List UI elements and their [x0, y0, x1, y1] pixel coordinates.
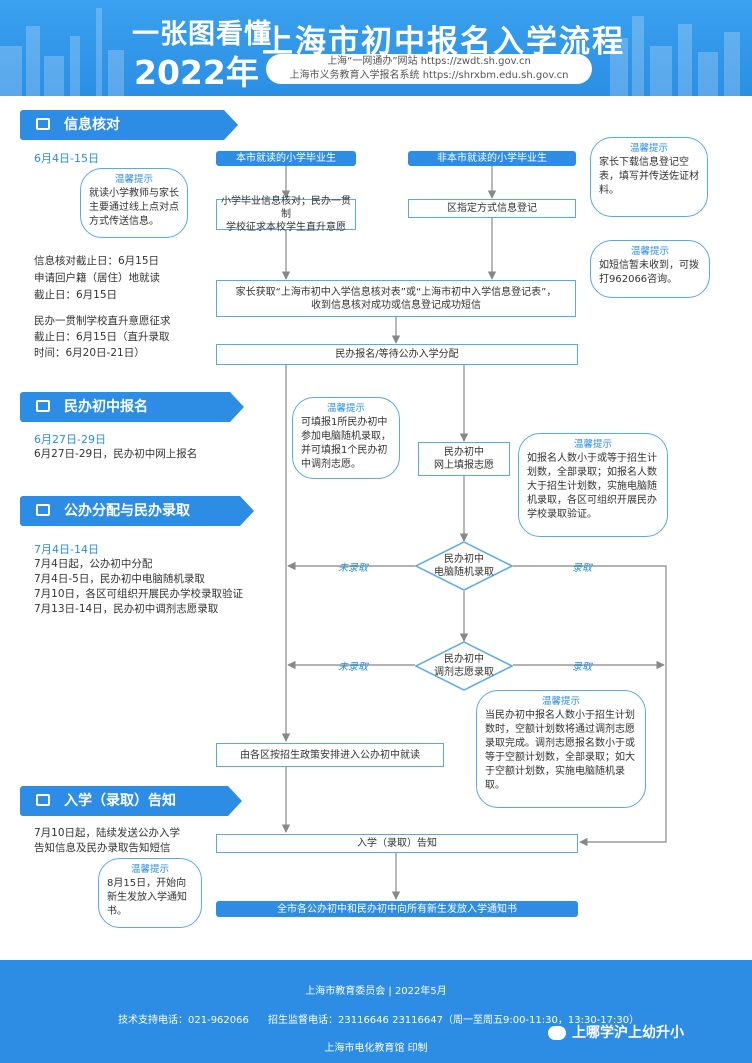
section-tab-admission-notice: 入学（录取）告知 — [20, 786, 242, 816]
tip-adjust-rule: 温馨提示 当民办初中报名人数小于招生计划数时，空额计划数将通过调剂志愿录取完成。… — [476, 690, 646, 808]
edit-icon — [36, 794, 50, 806]
tip-teacher-parent: 温馨提示 就读小学教师与家长主要通过线上点对点方式传送信息。 — [80, 168, 188, 238]
edge-label-not-admitted: 未录取 — [338, 662, 368, 673]
flow-get-form: 家长获取“上海市初中入学信息核对表”或“上海市初中入学信息登记表”， 收到信息核… — [216, 280, 576, 317]
website-line-2[interactable]: 上海市义务教育入学报名系统 https://shrxbm.edu.sh.gov.… — [289, 70, 569, 81]
flow-district-register: 区指定方式信息登记 — [408, 199, 576, 218]
footer-supervise-phone: 招生监督电话：23116646 23116647（周一至周五9:00-11:30… — [268, 1015, 640, 1026]
schedule-line: 7月13日-14日，民办初中调剂志愿录取 — [34, 603, 219, 615]
section-tab-public-allocation: 公办分配与民办录取 — [20, 496, 254, 526]
website-box: 上海“一网通办”网站 https://zwdt.sh.gov.cn 上海市义务教… — [266, 54, 592, 84]
left-info-line-1: 信息核对截止日：6月15日 — [34, 255, 160, 267]
footer-org: 上海市教育委员会 | 2022年5月 — [305, 986, 447, 997]
left-info-line-5: 截止日：6月15日（直升录取 — [34, 331, 170, 343]
section-tab-info-verify: 信息核对 — [20, 110, 238, 140]
footer-print: 上海市电化教育馆 印制 — [324, 1043, 428, 1054]
flow-final-notice: 全市各公办初中和民办初中向所有新生发放入学通知书 — [216, 901, 578, 917]
schedule-line: 7月4日起，公办初中分配 — [34, 558, 153, 570]
title-small: 一张图看懂 — [132, 19, 272, 50]
left-info-line-2: 申请回户籍（居住）地就读 — [34, 272, 160, 284]
footer: 上海市教育委员会 | 2022年5月 技术支持电话：021-962066 招生监… — [0, 960, 752, 1063]
footer-tech-phone: 技术支持电话：021-962066 — [118, 1015, 249, 1026]
section-date-private-apply: 6月27日-29日 — [34, 433, 106, 446]
flow-admission-notice: 入学（录取）告知 — [216, 834, 578, 853]
section-tab-private-apply: 民办初中报名 — [20, 392, 244, 422]
watermark: 上哪学沪上幼升小 — [548, 1022, 684, 1042]
schedule-line: 7月10日，各区可组织开展民办学校录取验证 — [34, 588, 244, 600]
tip-apply-limit: 温馨提示 可填报1所民办初中参加电脑随机录取，并可填报1个民办初中调剂志愿。 — [292, 397, 400, 479]
flow-wait-allocation: 民办报名/等待公办入学分配 — [216, 344, 578, 365]
left-info-line-4: 民办一贯制学校直升意愿征求 — [34, 315, 171, 327]
flow-connectors — [281, 166, 667, 900]
tip-sms-hotline: 温馨提示 如短信暂未收到，可拨打962066咨询。 — [590, 240, 710, 298]
wechat-icon — [548, 1026, 566, 1040]
section-text-private-apply: 6月27日-29日，民办初中网上报名 — [34, 448, 198, 460]
section-date-info-verify: 6月4日-15日 — [34, 152, 99, 165]
title-year: 2022年 — [134, 53, 259, 92]
schedule-line: 7月4日-5日，民办初中电脑随机录取 — [34, 573, 205, 585]
flow-local-graduates: 本市就读的小学毕业生 — [216, 151, 356, 166]
flow-adjust-admission: 民办初中调剂志愿录取 — [415, 641, 513, 691]
left-info-line-6: 时间：6月20日-21日） — [34, 347, 145, 359]
section-text-notice-line-2: 告知信息及民办录取告知短信 — [34, 842, 171, 854]
flow-nonlocal-graduates: 非本市就读的小学毕业生 — [408, 151, 576, 166]
left-info-line-3: 截止日：6月15日 — [34, 289, 118, 301]
edit-icon — [36, 504, 50, 516]
section-text-notice-line-1: 7月10日起，陆续发送公办入学 — [34, 827, 181, 839]
edge-label-not-admitted: 未录取 — [338, 563, 368, 574]
section-date-public-allocation: 7月4日-14日 — [34, 543, 99, 556]
edge-label-admitted: 录取 — [572, 563, 592, 574]
tip-notice-date: 温馨提示 8月15日，开始向新生发放入学通知书。 — [98, 858, 202, 928]
flow-random-admission: 民办初中电脑随机录取 — [415, 541, 513, 591]
edit-icon — [36, 118, 50, 130]
edit-icon — [36, 400, 50, 412]
flow-district-public: 由各区按招生政策安排进入公办初中就读 — [216, 743, 444, 767]
flow-info-verify: 小学毕业信息核对；民办一贯制 学校征求本校学生直升意愿 — [216, 196, 356, 233]
tip-random-rule: 温馨提示 如报名人数小于或等于招生计划数，全部录取；如报名人数大于招生计划数，实… — [518, 433, 668, 537]
tip-download-form: 温馨提示 家长下载信息登记空表，填写并传送佐证材料。 — [590, 137, 708, 217]
flow-online-apply: 民办初中 网上填报志愿 — [418, 442, 510, 476]
website-line-1[interactable]: 上海“一网通办”网站 https://zwdt.sh.gov.cn — [327, 56, 531, 67]
edge-label-admitted: 录取 — [572, 662, 592, 673]
